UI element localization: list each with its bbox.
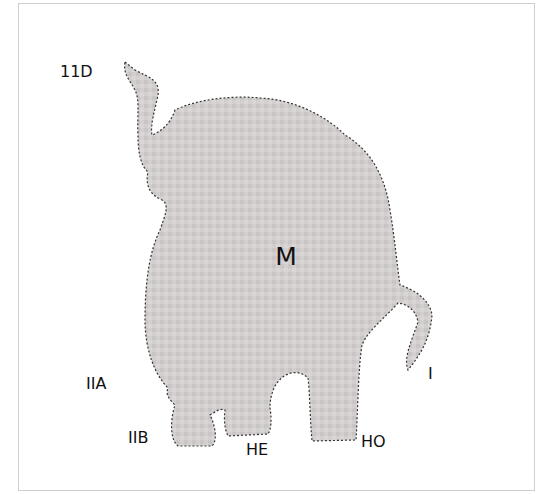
elephant-body (125, 62, 432, 446)
elephant-shape: M (118, 52, 440, 454)
part-label: HE (246, 442, 268, 458)
part-label: IIB (128, 430, 148, 446)
region-label: M (275, 244, 297, 269)
frame-border (19, 4, 535, 491)
part-label: IIA (86, 376, 106, 392)
part-label: HO (361, 434, 386, 450)
part-label: I (428, 366, 433, 382)
part-label: 11D (60, 64, 93, 80)
